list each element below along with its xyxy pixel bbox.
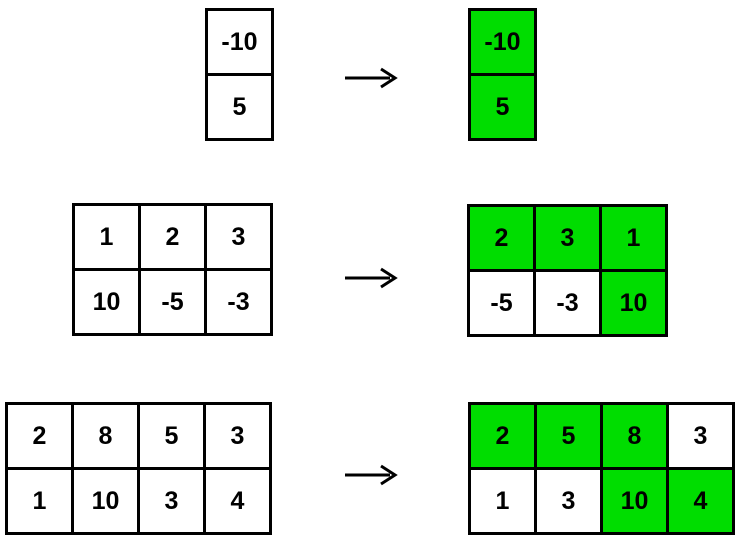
grid-cell: 3 xyxy=(207,206,270,268)
grid-cell: 4 xyxy=(669,470,732,532)
grid-cell: 2 xyxy=(8,405,71,467)
grid-cell: -10 xyxy=(208,11,271,73)
grid-cell: 1 xyxy=(471,470,534,532)
grid-cell: 5 xyxy=(537,405,600,467)
grid-cell: 2 xyxy=(141,206,204,268)
grid-cell: 10 xyxy=(603,470,666,532)
grid-cell: 3 xyxy=(536,207,599,269)
right-arrow-icon xyxy=(343,263,399,293)
grid-cell: 5 xyxy=(140,405,203,467)
grid-cell: -3 xyxy=(536,272,599,334)
grid-cell: 10 xyxy=(74,470,137,532)
grid-cell: 8 xyxy=(603,405,666,467)
grid-cell: 3 xyxy=(206,405,269,467)
right-arrow-icon xyxy=(343,460,399,490)
grid-cell: 5 xyxy=(471,76,534,138)
grid-cell: 3 xyxy=(140,470,203,532)
grid-cell: 1 xyxy=(8,470,71,532)
grid-cell: 5 xyxy=(208,76,271,138)
grid-cell: -3 xyxy=(207,271,270,333)
grid-cell: -10 xyxy=(471,11,534,73)
grid-cell: 2 xyxy=(471,405,534,467)
grid-cell: 8 xyxy=(74,405,137,467)
grid-cell: -5 xyxy=(470,272,533,334)
grid-cell: 1 xyxy=(602,207,665,269)
grid-cell: 10 xyxy=(602,272,665,334)
grid-cell: 3 xyxy=(669,405,732,467)
grid-cell: -5 xyxy=(141,271,204,333)
grid-cell: 4 xyxy=(206,470,269,532)
grid-cell: 10 xyxy=(75,271,138,333)
grid-cell: 3 xyxy=(537,470,600,532)
right-arrow-icon xyxy=(343,63,399,93)
grid-cell: 2 xyxy=(470,207,533,269)
grid-cell: 1 xyxy=(75,206,138,268)
